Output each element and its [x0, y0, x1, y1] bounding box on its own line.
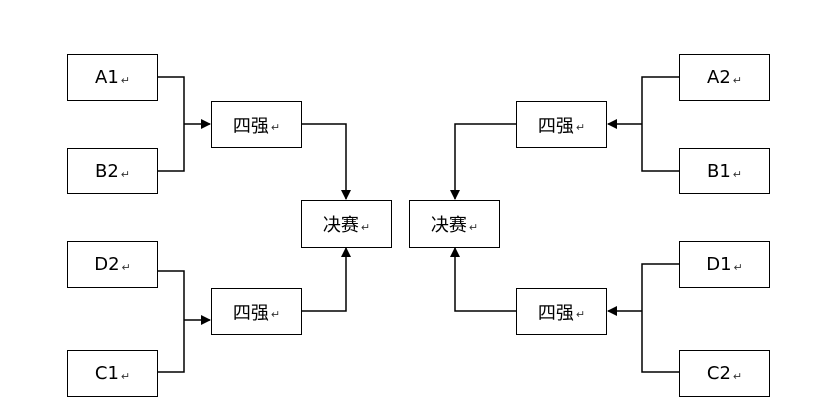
team-box-c1: C1↵ — [67, 350, 158, 397]
team-box-d2: D2↵ — [67, 241, 158, 288]
team-box-b2: B2↵ — [67, 148, 158, 194]
right-semifinal-bottom: 四强↵ — [516, 288, 607, 335]
paragraph-mark: ↵ — [733, 261, 743, 274]
team-box-a2: A2↵ — [679, 54, 770, 101]
connector-c2 — [641, 311, 679, 373]
semifinal-label: 四强 — [232, 115, 269, 137]
connector-d1 — [641, 263, 679, 311]
left-semifinal-top: 四强↵ — [211, 101, 302, 148]
team-label-a1: A1 — [95, 67, 119, 88]
team-label-c2: C2 — [706, 363, 731, 384]
team-label-a2: A2 — [707, 67, 731, 88]
paragraph-mark: ↵ — [120, 370, 131, 383]
team-box-c2: C2↵ — [679, 350, 770, 397]
connector-a2 — [641, 76, 679, 124]
semifinal-label: 四强 — [537, 302, 574, 324]
paragraph-mark: ↵ — [270, 121, 281, 134]
arrow-left-semi-top-to-final — [301, 123, 351, 200]
team-label-c1: C1 — [94, 363, 119, 384]
connector-a1 — [157, 76, 185, 124]
left-semifinal-bottom: 四强↵ — [211, 288, 302, 335]
left-final-box: 决赛↵ — [301, 200, 392, 248]
team-box-d1: D1↵ — [679, 241, 770, 288]
final-label: 决赛 — [322, 215, 359, 236]
connector-b2 — [157, 124, 185, 172]
team-box-a1: A1↵ — [67, 54, 158, 101]
paragraph-mark: ↵ — [732, 167, 743, 181]
right-semifinal-top: 四强↵ — [516, 101, 607, 148]
paragraph-mark: ↵ — [121, 261, 131, 274]
connector-c1 — [157, 320, 185, 373]
paragraph-mark: ↵ — [120, 167, 131, 181]
connector-d2 — [157, 270, 185, 320]
team-label-b2: B2 — [94, 160, 119, 182]
team-label-d1: D1 — [706, 254, 732, 275]
paragraph-mark: ↵ — [575, 308, 586, 321]
team-box-b1: B1↵ — [679, 148, 770, 194]
paragraph-mark: ↵ — [732, 74, 742, 87]
team-label-b1: B1 — [706, 160, 731, 182]
paragraph-mark: ↵ — [732, 370, 743, 383]
connector-b1 — [641, 124, 679, 172]
arrow-left-semi-bottom-to-final — [301, 247, 351, 312]
right-final-box: 决赛↵ — [409, 200, 500, 248]
arrow-right-semi-bottom-to-final — [450, 247, 516, 312]
paragraph-mark: ↵ — [468, 220, 479, 234]
paragraph-mark: ↵ — [360, 220, 371, 234]
final-label: 决赛 — [430, 215, 467, 236]
arrow-right-semi-top-to-final — [450, 123, 516, 200]
semifinal-label: 四强 — [232, 302, 269, 324]
semifinal-label: 四强 — [537, 115, 574, 137]
paragraph-mark: ↵ — [120, 74, 130, 87]
team-label-d2: D2 — [94, 254, 120, 275]
paragraph-mark: ↵ — [270, 308, 281, 321]
paragraph-mark: ↵ — [575, 121, 586, 134]
